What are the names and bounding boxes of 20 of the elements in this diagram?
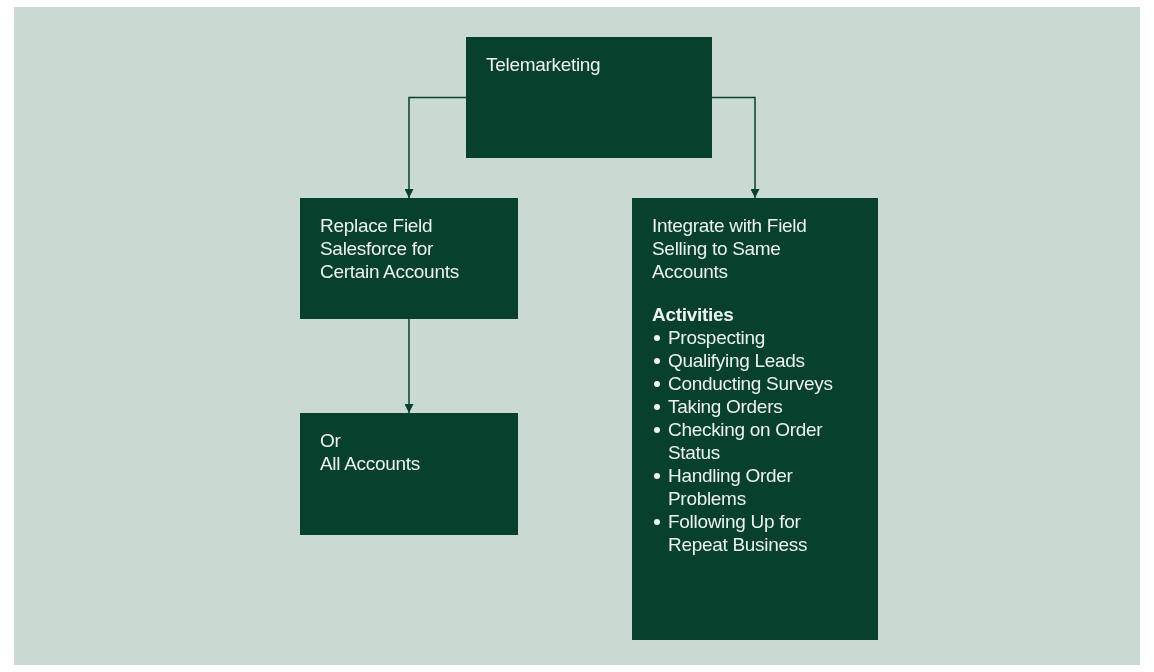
list-item: Following Up for Repeat Business — [668, 511, 808, 555]
list-item: Taking Orders — [668, 396, 783, 417]
process-box — [466, 37, 712, 158]
arrow — [404, 318, 414, 414]
box-label: Replace Field Salesforce for Certain Accounts — [320, 214, 460, 283]
process-box — [300, 413, 518, 535]
list-item: Prospecting — [668, 327, 766, 348]
box-label: Integrate with Field Selling to Same Accounts — [652, 214, 808, 283]
box-label: Telemarketing — [486, 53, 602, 76]
section-heading: Activities — [652, 303, 735, 326]
process-box — [632, 198, 878, 640]
arrow — [711, 96, 760, 199]
arrow — [404, 96, 467, 199]
list-item: Handling Order Problems — [668, 465, 793, 509]
list-item: Checking on Order Status — [668, 419, 823, 463]
box-label: Or — [320, 429, 342, 452]
list-item: Conducting Surveys — [668, 373, 833, 394]
box-label: All Accounts — [320, 452, 421, 475]
process-box — [300, 198, 518, 319]
list-item: Qualifying Leads — [668, 350, 805, 371]
